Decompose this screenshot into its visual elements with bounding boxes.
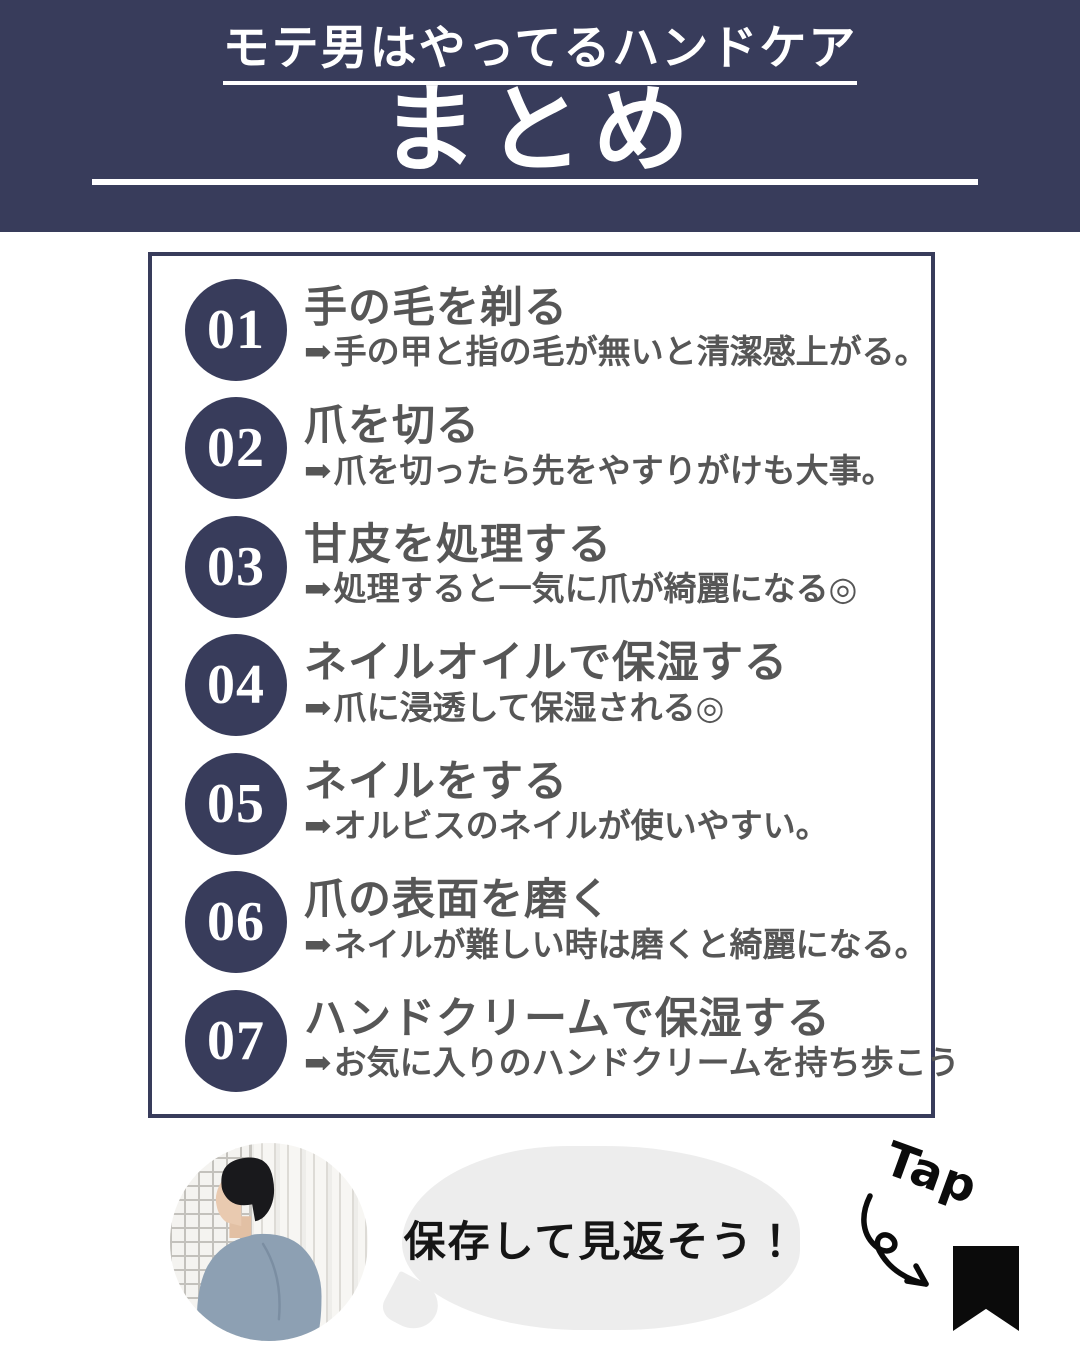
- right-arrow-icon: ➡: [304, 572, 332, 609]
- right-arrow-icon: ➡: [304, 690, 332, 727]
- header: モテ男はやってるハンドケア まとめ: [0, 0, 1080, 232]
- item-description-text: お気に入りのハンドクリームを持ち歩こう: [333, 1046, 960, 1083]
- avatar: [170, 1143, 368, 1341]
- item-number-badge: 01: [185, 278, 287, 381]
- item-title: 爪の表面を磨く: [304, 877, 612, 925]
- list-item: 01 手の毛を剃る ➡手の甲と指の毛が無いと清潔感上がる。: [152, 278, 931, 381]
- item-title: ネイルオイルで保湿する: [304, 640, 788, 688]
- item-description-text: 手の甲と指の毛が無いと清潔感上がる。: [333, 335, 928, 372]
- list-item: 06 爪の表面を磨く ➡ネイルが難しい時は磨くと綺麗になる。: [152, 871, 931, 973]
- item-description-text: 爪に浸透して保湿される◎: [333, 690, 725, 727]
- item-description: ➡爪に浸透して保湿される◎: [304, 691, 788, 729]
- right-arrow-icon: ➡: [304, 335, 332, 372]
- item-description: ➡オルビスのネイルが使いやすい。: [304, 809, 829, 847]
- item-texts: ネイルをする ➡オルビスのネイルが使いやすい。: [304, 758, 829, 847]
- item-description-text: 爪を切ったら先をやすりがけも大事。: [333, 453, 895, 490]
- right-arrow-icon: ➡: [304, 809, 332, 846]
- item-description-text: ネイルが難しい時は磨くと綺麗になる。: [333, 927, 928, 964]
- item-title: 甘皮を処理する: [304, 521, 612, 569]
- item-description: ➡爪を切ったら先をやすりがけも大事。: [304, 454, 895, 492]
- right-arrow-icon: ➡: [304, 927, 332, 964]
- bookmark-save-icon[interactable]: [953, 1246, 1019, 1331]
- checklist-box: 01 手の毛を剃る ➡手の甲と指の毛が無いと清潔感上がる。 02 爪を切る ➡爪…: [148, 252, 960, 1118]
- item-description-text: オルビスのネイルが使いやすい。: [333, 809, 829, 846]
- item-description: ➡処理すると一気に爪が綺麗になる◎: [304, 572, 857, 610]
- item-number-badge: 02: [185, 397, 287, 499]
- speech-bubble-text: 保存して見返そう！: [403, 1217, 799, 1265]
- item-description: ➡お気に入りのハンドクリームを持ち歩こう: [304, 1046, 960, 1084]
- item-number-badge: 03: [185, 515, 287, 618]
- right-arrow-icon: ➡: [304, 453, 332, 490]
- item-title: 爪を切る: [304, 403, 480, 451]
- item-texts: 甘皮を処理する ➡処理すると一気に爪が綺麗になる◎: [304, 521, 857, 610]
- item-title: 手の毛を剃る: [304, 284, 568, 332]
- item-texts: ハンドクリームで保湿する ➡お気に入りのハンドクリームを持ち歩こう: [304, 995, 960, 1084]
- item-number-badge: 07: [185, 989, 287, 1092]
- header-subtitle: モテ男はやってるハンドケア: [222, 23, 858, 85]
- list-item: 05 ネイルをする ➡オルビスのネイルが使いやすい。: [152, 752, 931, 855]
- list-item: 02 爪を切る ➡爪を切ったら先をやすりがけも大事。: [152, 397, 931, 499]
- person-photo: [196, 1157, 322, 1341]
- item-title: ハンドクリームで保湿する: [304, 995, 831, 1043]
- item-number-badge: 05: [185, 752, 287, 855]
- header-divider: [92, 179, 978, 185]
- item-texts: 爪を切る ➡爪を切ったら先をやすりがけも大事。: [304, 403, 895, 492]
- page-title: まとめ: [381, 76, 699, 184]
- item-description-text: 処理すると一気に爪が綺麗になる◎: [333, 572, 858, 609]
- item-number-badge: 04: [185, 634, 287, 736]
- right-arrow-icon: ➡: [304, 1046, 332, 1083]
- list-item: 07 ハンドクリームで保湿する ➡お気に入りのハンドクリームを持ち歩こう: [152, 989, 960, 1092]
- list-item: 04 ネイルオイルで保湿する ➡爪に浸透して保湿される◎: [152, 634, 931, 736]
- item-title: ネイルをする: [304, 758, 568, 806]
- item-texts: 爪の表面を磨く ➡ネイルが難しい時は磨くと綺麗になる。: [304, 877, 928, 966]
- item-description: ➡ネイルが難しい時は磨くと綺麗になる。: [304, 928, 928, 966]
- item-texts: ネイルオイルで保湿する ➡爪に浸透して保湿される◎: [304, 640, 788, 729]
- item-number-badge: 06: [185, 871, 287, 973]
- speech-bubble: 保存して見返そう！: [402, 1146, 800, 1330]
- curved-arrow-icon: [861, 1193, 929, 1287]
- list-item: 03 甘皮を処理する ➡処理すると一気に爪が綺麗になる◎: [152, 515, 931, 618]
- item-description: ➡手の甲と指の毛が無いと清潔感上がる。: [304, 335, 928, 373]
- item-texts: 手の毛を剃る ➡手の甲と指の毛が無いと清潔感上がる。: [304, 284, 928, 373]
